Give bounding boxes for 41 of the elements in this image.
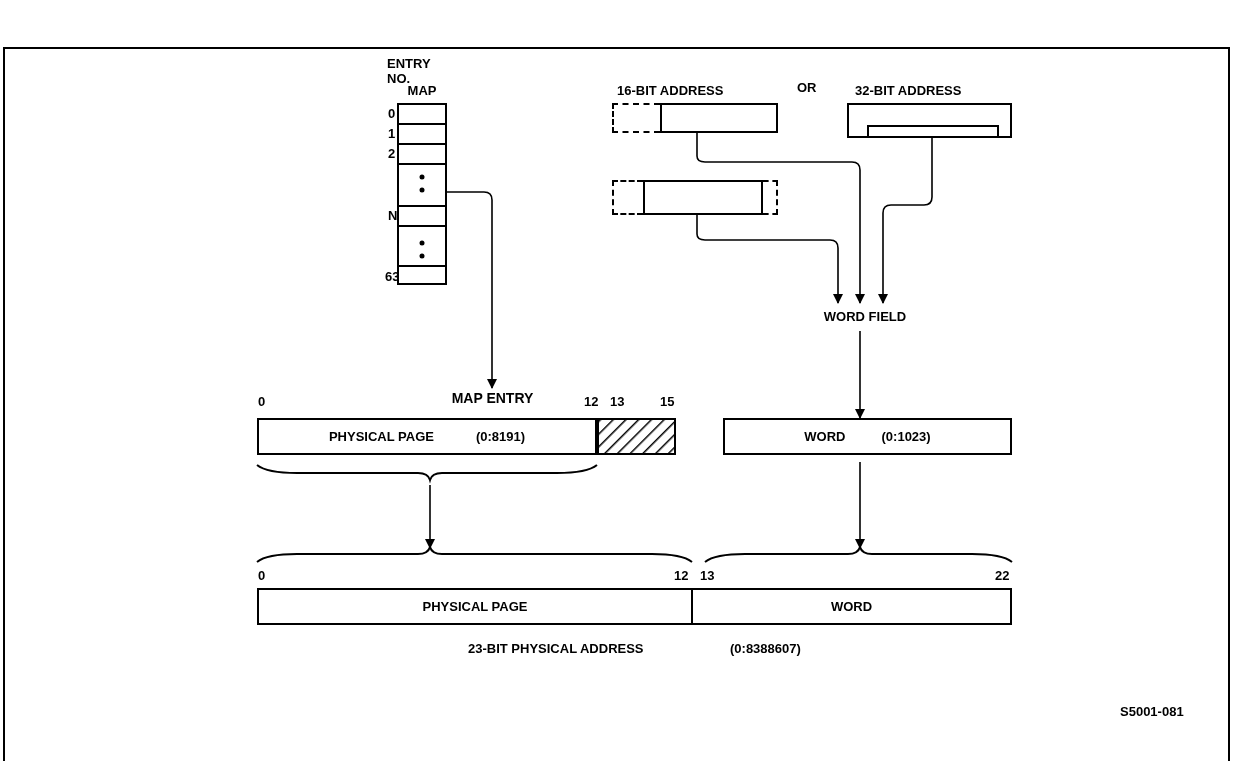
field-label: PHYSICAL PAGE: [328, 427, 434, 446]
label-text: OR: [797, 80, 817, 95]
label-text: S5001-081: [1120, 704, 1184, 719]
table-heading: MAP: [406, 83, 438, 100]
register-heading: 32-BIT ADDRESS: [855, 82, 962, 100]
bit-field: [257, 418, 597, 455]
label-text: 13: [700, 568, 715, 583]
label-text: (0:8388607): [730, 641, 801, 656]
field-label: (0:1023): [881, 427, 931, 446]
arrow: [446, 191, 497, 389]
arrow: [696, 132, 865, 304]
label-text: 1: [388, 126, 396, 141]
field-label: WORD: [830, 597, 873, 616]
label-text: ENTRY NO.: [387, 56, 432, 86]
field-label: WORD FIELD: [810, 303, 920, 331]
register-box: [612, 180, 778, 215]
label-text: 0: [388, 106, 396, 121]
label-text: 12: [674, 568, 689, 583]
label-text: 15: [660, 394, 675, 409]
register-heading: 16-BIT ADDRESS: [617, 82, 724, 100]
label-text: 12: [584, 394, 599, 409]
label-text: 22: [995, 568, 1010, 583]
arrow: [425, 484, 435, 549]
label-text: N: [388, 208, 398, 223]
arrow: [696, 214, 843, 304]
field-label: (0:8191): [475, 427, 526, 446]
arrow: [855, 461, 865, 549]
arrow: [855, 330, 865, 419]
bit-field: [257, 588, 693, 625]
bit-field: [723, 418, 1012, 455]
arrow: [878, 137, 933, 304]
label-text: 23-BIT PHYSICAL ADDRESS: [468, 641, 644, 656]
hatched-field: [597, 418, 676, 455]
field-label: WORD: [804, 427, 846, 446]
field-label: MAP ENTRY: [430, 388, 555, 408]
label-text: 0: [258, 394, 266, 409]
label-text: 13: [610, 394, 625, 409]
label-text: 0: [258, 568, 266, 583]
label-text: 2: [388, 146, 396, 161]
field-label: PHYSICAL PAGE: [422, 597, 528, 616]
bit-field: [693, 588, 1012, 625]
